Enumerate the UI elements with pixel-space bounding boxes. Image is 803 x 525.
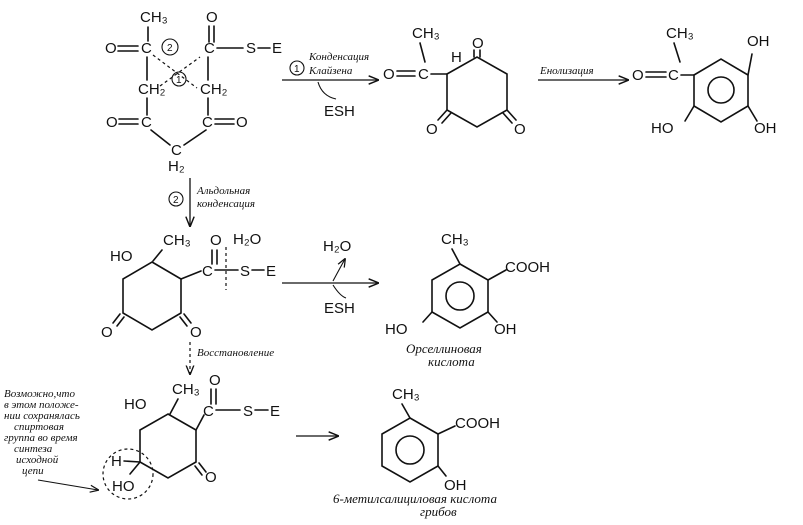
note-line-5: группа во время xyxy=(4,432,78,444)
svg-text:O: O xyxy=(209,372,221,389)
triketone-molecule: CH₃ O C H O O O xyxy=(383,25,526,138)
claisen-byproduct: ESH xyxy=(324,103,355,120)
aromatization-byproduct: ESH xyxy=(324,300,355,317)
svg-text:S: S xyxy=(246,40,256,57)
reduction-label: Восстановление xyxy=(197,347,274,359)
retained-hydroxyl-circle xyxy=(102,448,154,500)
svg-text:HO: HO xyxy=(651,120,674,137)
orsellinic-acid-name-line2: кислота xyxy=(428,354,475,369)
svg-text:HO: HO xyxy=(124,396,147,413)
svg-text:CH₃: CH₃ xyxy=(666,25,694,42)
svg-text:COOH: COOH xyxy=(505,259,550,276)
reduced-intermediate-molecule: CH₃ HO O C S E O H HO xyxy=(102,372,280,500)
svg-text:O: O xyxy=(206,9,218,26)
svg-text:COOH: COOH xyxy=(455,415,500,432)
svg-text:S: S xyxy=(240,263,250,280)
aromatization-arrow: H₂O ESH xyxy=(282,238,378,317)
svg-text:CH₃: CH₃ xyxy=(441,231,469,248)
svg-text:CH₃: CH₃ xyxy=(163,232,191,249)
note-line-3: нии сохранялась xyxy=(4,410,80,422)
note-line-8: цепи xyxy=(22,465,44,477)
svg-text:C: C xyxy=(202,263,213,280)
svg-text:O: O xyxy=(236,114,248,131)
note-line-1: Возможно,что xyxy=(4,388,75,400)
note-line-4: спиртовая xyxy=(14,421,64,433)
claisen-label-line2: Клайзена xyxy=(308,65,353,77)
svg-text:2: 2 xyxy=(167,43,173,54)
svg-text:HO: HO xyxy=(110,248,133,265)
svg-text:C: C xyxy=(668,67,679,84)
polyketide-chain-molecule: CH₃ O C 2 1 O C S E CH₂ CH₂ O C C O xyxy=(105,9,282,175)
svg-text:HO: HO xyxy=(385,321,408,338)
svg-text:S: S xyxy=(243,403,253,420)
svg-text:E: E xyxy=(270,403,280,420)
svg-text:OH: OH xyxy=(444,477,467,494)
svg-text:CH₃: CH₃ xyxy=(392,386,420,403)
svg-text:H: H xyxy=(111,453,122,470)
svg-text:O: O xyxy=(101,324,113,341)
svg-text:O: O xyxy=(383,66,395,83)
claisen-label-line1: Конденсация xyxy=(308,51,369,63)
svg-text:H₂O: H₂O xyxy=(323,238,351,255)
svg-text:1: 1 xyxy=(294,64,300,75)
svg-text:C: C xyxy=(203,403,214,420)
orsellinic-acid-name-line1: Орселлиновая xyxy=(406,341,482,356)
svg-text:H: H xyxy=(451,49,462,66)
margin-note: Возможно,что в этом положе- нии сохранял… xyxy=(4,388,98,490)
svg-text:CH₂: CH₂ xyxy=(138,81,166,98)
step-1-marker xyxy=(171,71,187,87)
svg-text:O: O xyxy=(205,469,217,486)
svg-text:C: C xyxy=(171,142,182,159)
reduction-arrow: Восстановление xyxy=(190,342,274,374)
note-line-7: исходной xyxy=(16,454,59,466)
svg-text:1: 1 xyxy=(176,75,182,86)
note-line-6: синтеза xyxy=(14,443,53,455)
enolization-label: Енолизация xyxy=(539,65,594,77)
svg-text:OH: OH xyxy=(494,321,517,338)
svg-text:O: O xyxy=(190,324,202,341)
svg-text:C: C xyxy=(418,66,429,83)
svg-text:O: O xyxy=(105,40,117,57)
aldol-label-line2: конденсация xyxy=(197,198,255,210)
svg-text:E: E xyxy=(272,40,282,57)
svg-text:H₂: H₂ xyxy=(168,158,185,175)
svg-text:C: C xyxy=(204,40,215,57)
svg-text:OH: OH xyxy=(747,33,770,50)
svg-text:O: O xyxy=(106,114,118,131)
svg-text:CH₃: CH₃ xyxy=(172,381,200,398)
svg-text:OH: OH xyxy=(754,120,777,137)
svg-text:O: O xyxy=(514,121,526,138)
acetylphloroglucinol-molecule: CH₃ O C OH HO OH xyxy=(632,25,777,137)
svg-text:C: C xyxy=(202,114,213,131)
svg-text:C: C xyxy=(141,40,152,57)
svg-text:C: C xyxy=(141,114,152,131)
note-line-2: в этом положе- xyxy=(4,399,79,411)
svg-text:2: 2 xyxy=(173,195,179,206)
enolization-arrow: Енолизация xyxy=(538,65,628,80)
svg-text:CH₂: CH₂ xyxy=(200,81,228,98)
svg-text:HO: HO xyxy=(112,478,135,495)
svg-text:O: O xyxy=(210,232,222,249)
aldol-arrow: 2 Альдольная конденсация xyxy=(168,178,255,226)
svg-text:CH₃: CH₃ xyxy=(412,25,440,42)
step-2-marker xyxy=(161,38,179,56)
methylsalicylic-acid-molecule: CH₃ COOH OH 6-метилсалициловая кислота г… xyxy=(333,386,500,519)
svg-text:O: O xyxy=(426,121,438,138)
svg-text:O: O xyxy=(472,35,484,52)
aldol-label-line1: Альдольная xyxy=(196,185,250,197)
methyl-label: CH₃ xyxy=(140,9,168,26)
water-label: H₂O xyxy=(233,231,261,248)
claisen-arrow: 1 Конденсация Клайзена ESH xyxy=(282,51,378,120)
aldol-product-molecule: HO CH₃ O C H₂O S E O O xyxy=(101,231,276,341)
methylsalicylic-acid-name-line2: грибов xyxy=(420,504,457,519)
svg-text:O: O xyxy=(632,67,644,84)
svg-text:E: E xyxy=(266,263,276,280)
methylsalicylic-acid-name-line1: 6-метилсалициловая кислота xyxy=(333,491,497,506)
orsellinic-acid-molecule: CH₃ COOH OH HO Орселлиновая кислота xyxy=(385,231,550,369)
